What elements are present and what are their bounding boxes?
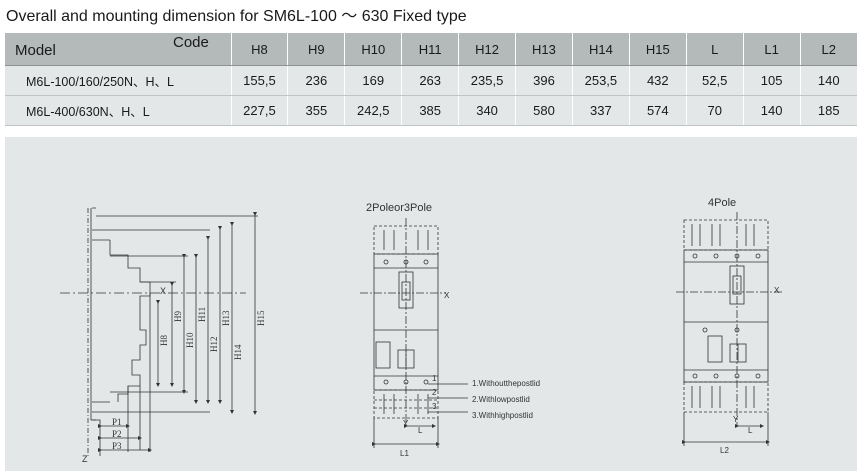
value-cell: 169 [344,65,402,96]
front4-l-label: L [748,426,753,435]
dim-label-h14: H14 [233,344,243,360]
model-cell: M6L-100/160/250N、H、L [5,65,231,96]
model-label: Model [15,42,56,59]
dim-label-h9: H9 [173,311,183,322]
code-label: Code [173,34,209,51]
axis-label-z: Z [82,454,88,464]
front3-l-label: L [418,426,423,435]
col-header: H9 [287,33,345,66]
dim-label-h8: H8 [159,335,169,346]
value-cell: 140 [742,95,801,126]
value-cell: 185 [799,95,857,126]
legend-number-3: 3 [432,402,437,411]
side-view-drawing [60,207,258,458]
table-row: M6L-100/160/250N、H、L 155,5 236 169 263 2… [5,65,857,96]
value-cell: 253,5 [571,65,630,96]
dim-label-p3: P3 [112,441,122,451]
page-title: Overall and mounting dimension for SM6L-… [6,8,467,25]
col-header: L2 [799,33,857,66]
col-header: H12 [458,33,516,66]
col-header: H11 [401,33,459,66]
col-header: L1 [742,33,801,66]
col-header: H8 [230,33,288,66]
front4-drawing [676,212,782,446]
legend-number-2: 2 [432,388,437,397]
value-cell: 432 [628,65,687,96]
legend-number-1: 1 [432,374,437,383]
value-cell: 263 [401,65,459,96]
value-cell: 580 [515,95,573,126]
table-header-row: Model Code H8 H9 H10 H11 H12 H13 H14 H15… [5,33,857,66]
col-header: H13 [515,33,573,66]
front4-l2-label: L2 [720,446,729,455]
value-cell: 235,5 [458,65,516,96]
value-cell: 396 [515,65,573,96]
axis-label-x: X [160,286,166,296]
front3-x-label: X [444,291,450,300]
dim-label-p2: P2 [112,429,122,439]
legend-item: 2.Withlowpostlid [472,395,530,404]
front4-y-label: Y [733,415,739,424]
value-cell: 227,5 [230,95,288,126]
front3-title: 2Poleor3Pole [366,202,432,214]
value-cell: 155,5 [230,65,288,96]
value-cell: 140 [799,65,857,96]
dimension-table: Model Code H8 H9 H10 H11 H12 H13 H14 H15… [5,33,857,126]
col-header: H15 [628,33,687,66]
value-cell: 574 [628,95,687,126]
value-cell: 105 [742,65,801,96]
dim-label-h12: H12 [209,337,219,353]
value-cell: 337 [571,95,630,126]
dim-label-h10: H10 [185,332,195,348]
dim-label-p1: P1 [112,417,122,427]
value-cell: 70 [685,95,744,126]
front4-x-label: X [774,286,780,295]
model-code-header: Model Code [5,33,231,66]
dim-label-h15: H15 [256,310,266,326]
value-cell: 52,5 [685,65,744,96]
value-cell: 355 [287,95,345,126]
table-row: M6L-400/630N、H、L 227,5 355 242,5 385 340… [5,95,857,126]
legend-item: 3.Withhighpostlid [472,411,533,420]
drawing-panel [5,137,857,471]
legend-item: 1.Withoutthepostlid [472,379,540,388]
value-cell: 340 [458,95,516,126]
col-header: L [685,33,744,66]
value-cell: 236 [287,65,345,96]
dim-label-h13: H13 [221,310,231,326]
value-cell: 242,5 [344,95,402,126]
front4-title: 4Pole [708,197,736,209]
col-header: H14 [571,33,630,66]
col-header: H10 [344,33,402,66]
front3-drawing [360,218,468,448]
front3-l1-label: L1 [400,449,409,458]
dim-label-h11: H11 [197,307,207,322]
model-cell: M6L-400/630N、H、L [5,95,231,126]
front3-y-label: Y [403,419,409,428]
value-cell: 385 [401,95,459,126]
